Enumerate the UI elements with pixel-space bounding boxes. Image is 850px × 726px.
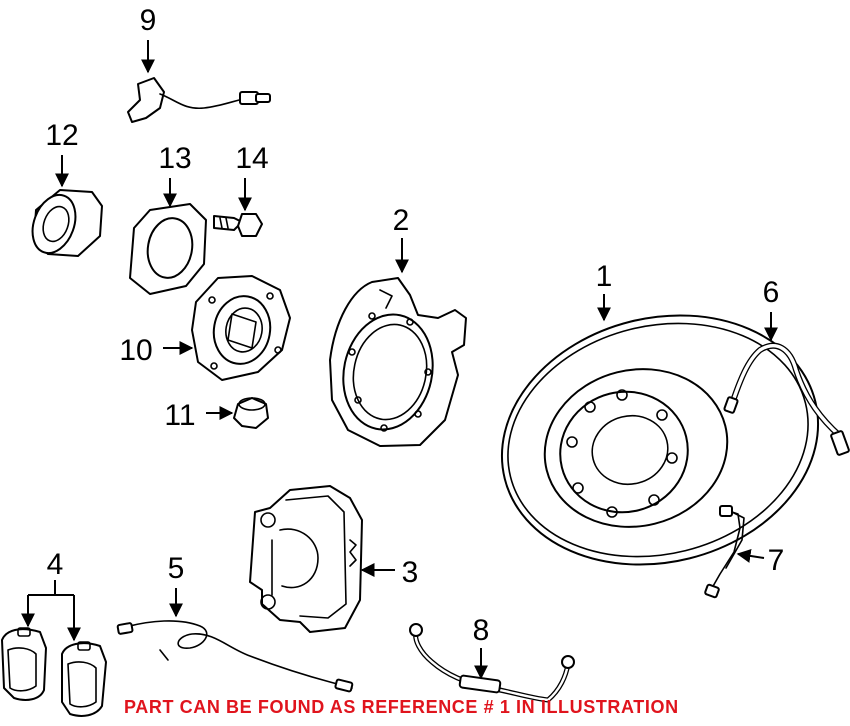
callout-13: 13 xyxy=(158,142,191,175)
callout-3: 3 xyxy=(402,556,419,589)
brake-rotor xyxy=(500,314,820,566)
wheel-bearing xyxy=(31,189,103,257)
callout-1: 1 xyxy=(596,260,613,293)
wear-sensor-5 xyxy=(116,620,354,693)
wheel-speed-sensor xyxy=(127,77,271,123)
leader-arrows xyxy=(21,40,778,680)
callout-12: 12 xyxy=(45,119,78,152)
callout-2: 2 xyxy=(393,204,410,237)
reference-caption: PART CAN BE FOUND AS REFERENCE # 1 IN IL… xyxy=(124,697,679,717)
callout-9: 9 xyxy=(140,4,157,37)
hub-nut xyxy=(233,397,269,429)
callout-7: 7 xyxy=(768,544,785,577)
callout-11: 11 xyxy=(164,399,195,432)
wear-sensor-8 xyxy=(409,623,575,703)
callout-10: 10 xyxy=(119,334,152,367)
callout-14: 14 xyxy=(235,142,268,175)
dust-shield xyxy=(329,277,467,447)
bolt xyxy=(213,213,263,237)
brake-hose xyxy=(723,342,850,456)
brake-pads xyxy=(1,627,107,717)
callout-8: 8 xyxy=(473,614,490,647)
callout-5: 5 xyxy=(168,552,185,585)
callout-4: 4 xyxy=(47,548,64,581)
brake-caliper xyxy=(249,485,363,633)
callout-6: 6 xyxy=(763,276,780,309)
hub-seal-plate xyxy=(129,203,207,295)
wear-sensor-7 xyxy=(704,505,745,599)
wheel-hub xyxy=(191,275,291,381)
